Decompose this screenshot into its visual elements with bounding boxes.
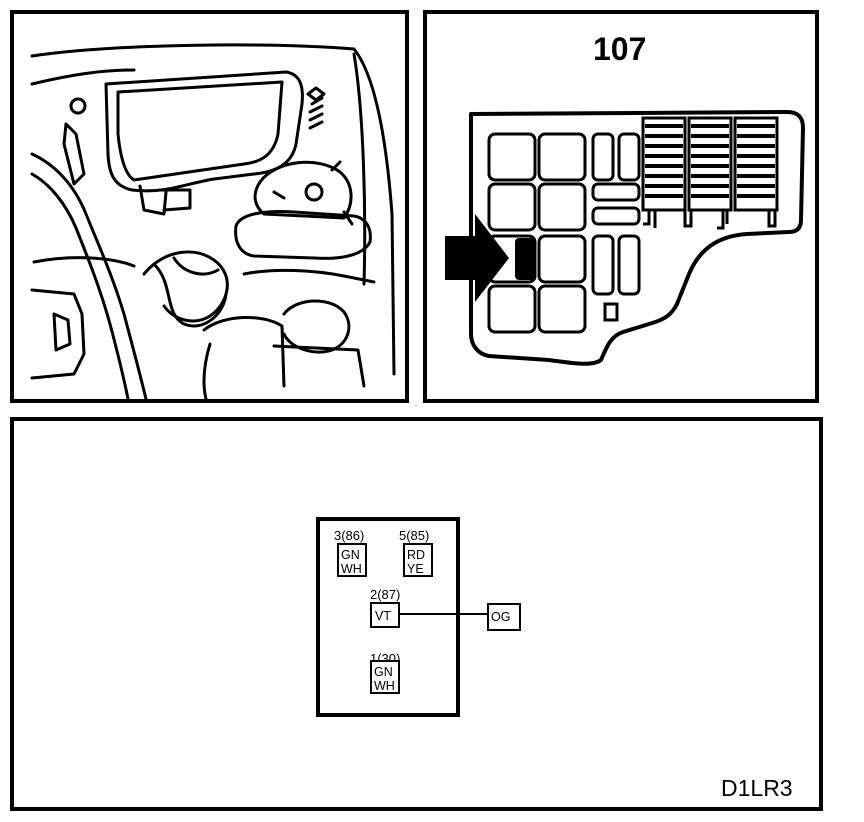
fusebox-drawing: 107 xyxy=(445,31,805,366)
external-wire-color: OG xyxy=(491,610,510,624)
engine-bay-drawing xyxy=(30,43,396,399)
pin-2-terminal xyxy=(370,602,400,628)
fusebox-outline xyxy=(469,110,805,366)
external-wire-terminal xyxy=(487,603,521,631)
location-arrow-icon xyxy=(445,214,509,302)
pin-1-wire-color-1: GN xyxy=(374,665,393,679)
pin-3-terminal xyxy=(337,543,367,577)
pin-3-wire-color-2: WH xyxy=(341,562,362,576)
relay-pinout-panel: 3(86) GN WH 5(85) RD YE 2(87) VT OG 1(30… xyxy=(10,417,823,811)
pin-3-label: 3(86) xyxy=(334,528,364,543)
fusebox-number: 107 xyxy=(593,31,646,67)
pin-2-wire-color: VT xyxy=(375,609,391,623)
engine-compartment-illustration xyxy=(10,10,409,403)
highlighted-relay xyxy=(515,238,535,280)
fuse-strips xyxy=(641,116,779,212)
pin-5-terminal xyxy=(403,543,433,577)
figure-code: D1LR3 xyxy=(721,775,793,801)
pin-2-label: 2(87) xyxy=(370,587,400,602)
relay-body xyxy=(316,517,460,717)
relay-pinout-drawing: 3(86) GN WH 5(85) RD YE 2(87) VT OG 1(30… xyxy=(316,517,793,801)
pin-5-wire-color-2: YE xyxy=(407,562,424,576)
fuse-slots xyxy=(487,132,641,334)
pin-3-wire-color-1: GN xyxy=(341,548,360,562)
pin-5-wire-color-1: RD xyxy=(407,548,425,562)
fusebox-location-diagram: 107 xyxy=(423,10,819,403)
pin-5-label: 5(85) xyxy=(399,528,429,543)
fuse-strip-bars xyxy=(645,124,775,198)
pin-1-terminal xyxy=(370,660,400,694)
pin-1-wire-color-2: WH xyxy=(374,679,395,693)
fuse-strip-legs xyxy=(643,210,777,230)
